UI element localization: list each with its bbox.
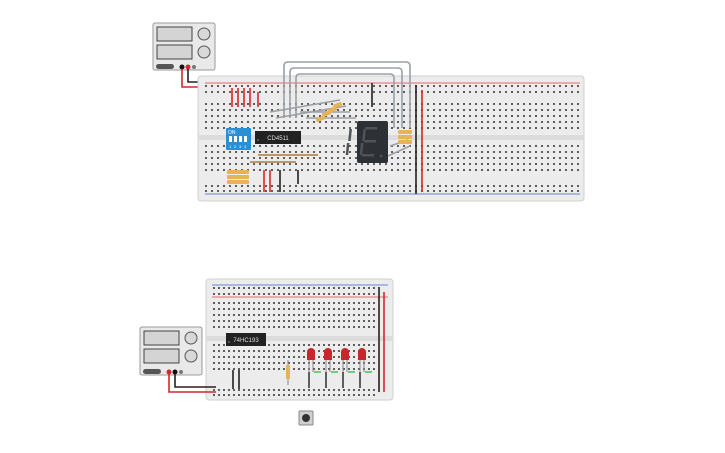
circuit-1: ON 1 2 3 4 CD4511 — [152, 22, 585, 202]
resistor-array-left[interactable] — [227, 170, 249, 184]
signal-wires-1[interactable] — [269, 61, 411, 157]
dip-switch-number-2: 2 — [234, 144, 237, 149]
positive-terminal[interactable] — [166, 369, 172, 375]
current-knob-icon[interactable] — [197, 45, 211, 59]
voltage-knob-icon[interactable] — [197, 27, 211, 41]
power-jumpers-2[interactable] — [232, 287, 385, 392]
led-2[interactable] — [324, 348, 338, 388]
dip-switch-number-4: 4 — [244, 144, 247, 149]
led-4[interactable] — [358, 348, 372, 388]
ic-74hc193[interactable]: 74HC193 — [226, 333, 266, 346]
circuit-2: 74HC193 — [139, 278, 394, 426]
dip-switch-number-3: 3 — [239, 144, 242, 149]
resistor-array-top[interactable] — [315, 102, 343, 122]
resistor-array-right[interactable] — [398, 130, 412, 144]
negative-terminal[interactable] — [172, 369, 178, 375]
positive-terminal[interactable] — [185, 64, 191, 70]
pushbutton-cap-icon[interactable] — [302, 414, 310, 422]
pushbutton[interactable] — [298, 410, 314, 426]
pulldown-resistor[interactable] — [286, 360, 290, 385]
power-supply-2[interactable] — [139, 326, 203, 376]
led-1[interactable] — [307, 348, 321, 388]
voltage-knob-icon[interactable] — [184, 331, 198, 345]
breadboard-2 — [205, 278, 394, 401]
negative-terminal[interactable] — [179, 64, 185, 70]
led-row — [307, 348, 372, 388]
ic-74hc193-label: 74HC193 — [233, 338, 259, 344]
dip-switch[interactable]: ON 1 2 3 4 — [226, 128, 251, 150]
link-wires-1[interactable] — [250, 154, 318, 163]
current-knob-icon[interactable] — [184, 349, 198, 363]
power-switch[interactable] — [143, 369, 161, 374]
power-jumpers-1[interactable] — [231, 83, 423, 194]
ic-cd4511[interactable]: CD4511 — [255, 131, 301, 144]
dip-switch-number-1: 1 — [229, 144, 232, 149]
supply-positive-wire-2[interactable] — [168, 374, 216, 393]
dip-switch-on-label: ON — [228, 130, 236, 136]
ic-cd4511-label: CD4511 — [267, 136, 289, 142]
supply-ground-wire-2[interactable] — [174, 374, 216, 388]
power-supply-1[interactable] — [152, 22, 216, 71]
seven-segment-display[interactable] — [345, 121, 388, 163]
power-switch[interactable] — [156, 64, 174, 69]
led-3[interactable] — [341, 348, 355, 388]
